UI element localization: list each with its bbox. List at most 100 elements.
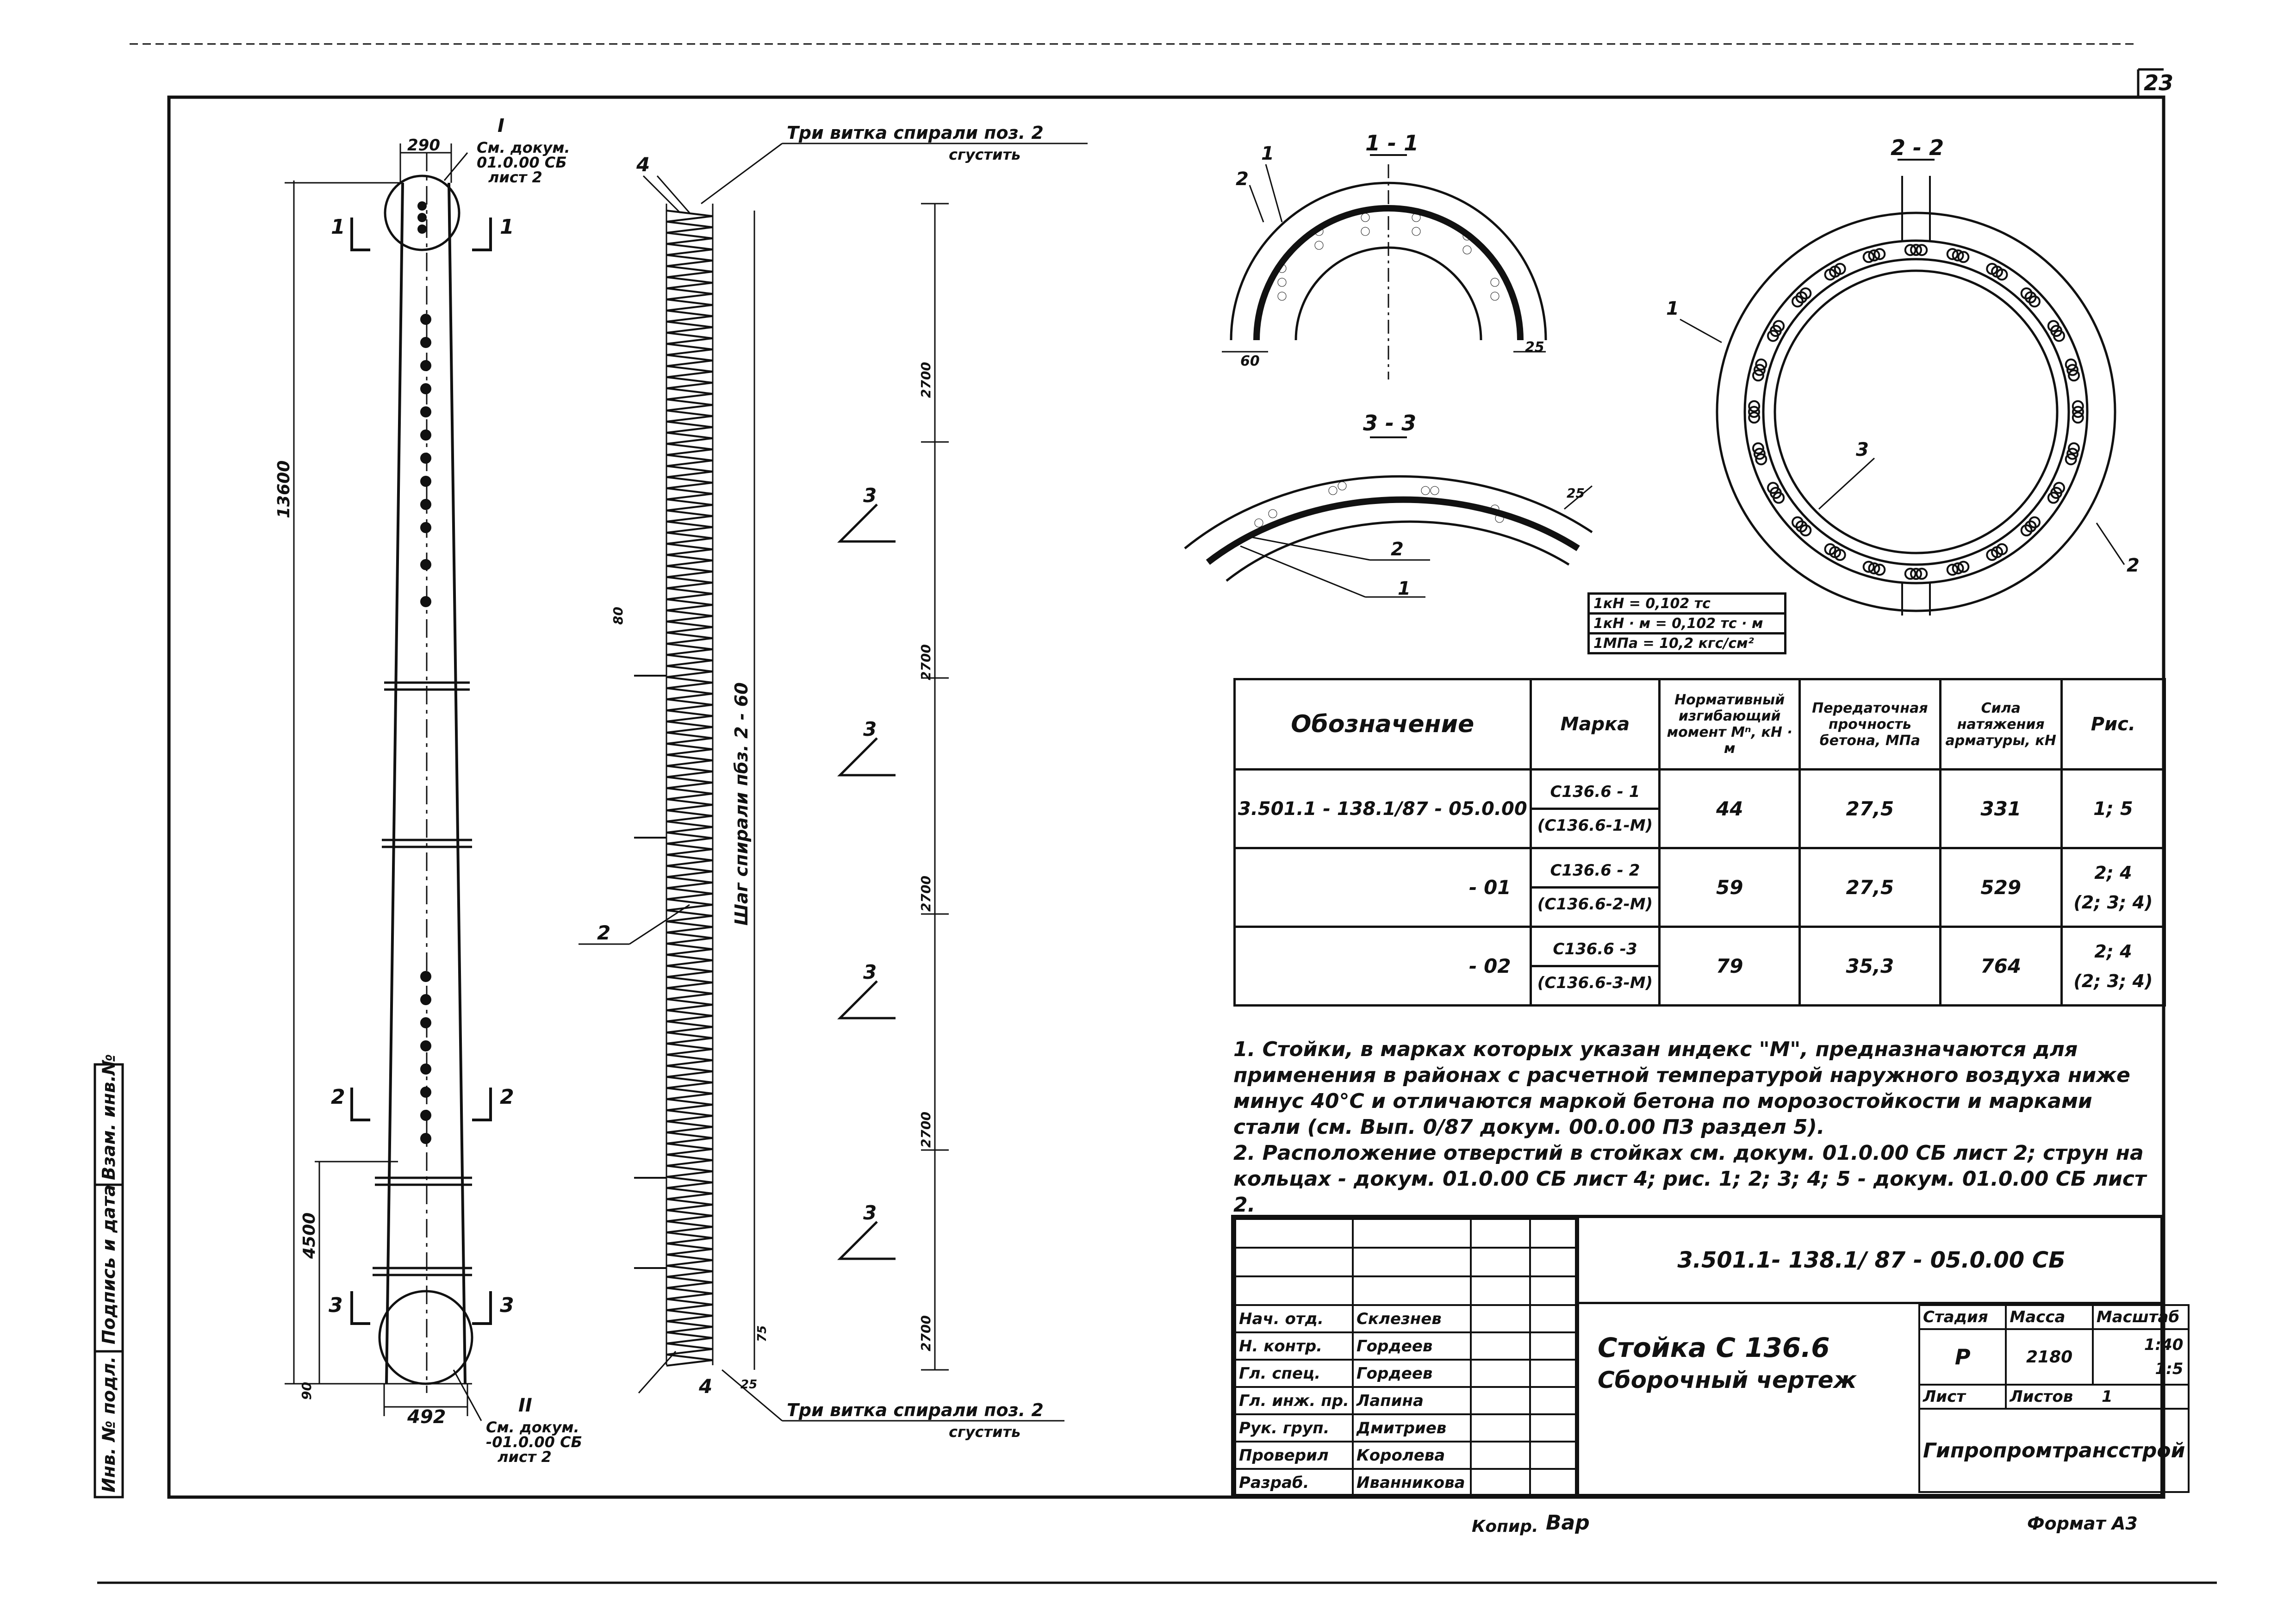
strand-hole [1755, 453, 1767, 466]
strand-hole [1910, 568, 1922, 580]
strand-hole [1916, 244, 1928, 256]
dim-side: 80 [610, 607, 626, 625]
left-strip-sign: Подпись и дата [99, 1185, 119, 1344]
format-label: Формат А3 [2027, 1513, 2138, 1534]
seg-1: 2700 [918, 362, 933, 398]
strand-hole [1752, 442, 1764, 454]
section-1-1-pos1: 1 [1261, 143, 1274, 164]
strand-hole [1996, 268, 2008, 281]
row-2-fig: 2; 4 (2; 3; 4) [2060, 847, 2166, 928]
section-2-2-pos1: 1 [1666, 298, 1679, 319]
strand-hole [1904, 244, 1916, 256]
copied-by-label: Копир. [1472, 1517, 1538, 1536]
strand-hole [2066, 364, 2079, 376]
section-2-right: 2 [500, 1085, 514, 1109]
note-1: 1. Стойки, в марках которых указан индек… [1233, 1038, 2130, 1139]
bottom-width-dim: 492 [407, 1406, 446, 1428]
section-3-right: 3 [500, 1293, 514, 1317]
left-strip-inv: Инв. № подл. [99, 1356, 119, 1492]
strand-hole [1868, 249, 1880, 261]
section-2-left: 2 [331, 1085, 345, 1109]
row-3-moment: 79 [1658, 926, 1801, 1007]
row-3-strength: 35,3 [1798, 926, 1941, 1007]
section-2-2-title: 2 - 2 [1891, 135, 1944, 160]
seg-3: 2700 [918, 876, 933, 912]
node-1-ref-line1: См. докум. [477, 139, 570, 156]
scale-value-1: 1:40 [2144, 1336, 2184, 1354]
row-2-mark-alt: (С136.6-2-М) [1537, 895, 1653, 914]
total-length-dim: 13600 [274, 460, 293, 518]
unit-line-3: 1МПа = 10,2 кгс/см² [1587, 632, 1786, 654]
row-1-force: 331 [1939, 768, 2063, 849]
row-2-strength: 27,5 [1798, 847, 1941, 928]
section-labels: 1 - 1 1 2 60 25 3 - 3 2 1 25 2 - 2 1 3 2 [1236, 131, 2140, 599]
section-1-1-dim-left: 60 [1240, 353, 1260, 369]
header-force: Сила натяжения арматуры, кН [1939, 678, 2063, 771]
left-strip-frame [93, 1063, 124, 1499]
left-strip-replaces: Взам. инв.№ [99, 1054, 119, 1181]
title-cell: Стойка С 136.6 Сборочный чертеж [1577, 1304, 1918, 1494]
strand-hole [2068, 442, 2080, 454]
scale-cell: 1:40 1:5 [2091, 1328, 2190, 1386]
approval-grid: Нач. отд.Склезнев Н. контр.Гордеев Гл. с… [1234, 1218, 1577, 1497]
name-3: Гордеев [1351, 1359, 1472, 1388]
row-2-mark-main: С136.6 - 2 [1531, 855, 1659, 889]
header-strength: Передаточная прочность бетона, МПа [1798, 678, 1941, 771]
approval-row: Рук. груп.Дмитриев [1234, 1413, 1577, 1443]
approval-row: Гл. инж. пр.Лапина [1234, 1386, 1577, 1415]
strand-hole [2028, 295, 2041, 308]
stage-value: Р [1918, 1328, 2007, 1386]
strand-hole [1986, 549, 1998, 561]
sheets-value: 1 [2102, 1387, 2113, 1406]
title-line-2: Сборочный чертеж [1598, 1367, 1857, 1393]
unit-line-1: 1кН = 0,102 тс [1587, 592, 1786, 615]
section-3-3-pos2: 2 [1391, 539, 1404, 560]
section-mark-4: 3 [863, 1201, 877, 1224]
pole-holes [417, 201, 431, 1144]
header-moment: Нормативный изгибающий момент Mⁿ, кН · м [1658, 678, 1801, 771]
strand-hole [2065, 453, 2077, 466]
seg-4: 2700 [918, 1112, 933, 1148]
name-6: Королева [1351, 1441, 1472, 1470]
notes: 1. Стойки, в марках которых указан индек… [1233, 1037, 2159, 1218]
table-row: - 02 С136.6 -3 (С136.6-3-М) 79 35,3 764 … [1233, 926, 2166, 1007]
organization: Гипропромтрансстрой [1918, 1408, 2190, 1493]
pos-4-bottom: 4 [698, 1375, 712, 1398]
bottom-offset-dim: 90 [299, 1382, 314, 1400]
section-1-right: 1 [500, 215, 514, 239]
node-2-ref-line2: -01.0.00 СБ [486, 1433, 582, 1451]
title-line-1: Стойка С 136.6 [1598, 1332, 1830, 1363]
strand-hole [2053, 330, 2066, 342]
name-7: Иванникова [1351, 1468, 1472, 1497]
spiral-cage [579, 143, 1088, 1422]
section-3-3 [1184, 436, 1593, 598]
approval-row: Н. контр.Гордеев [1234, 1331, 1577, 1361]
strand-hole [1834, 262, 1846, 275]
strand-hole [1752, 369, 1764, 382]
row-2-moment: 59 [1658, 847, 1801, 928]
row-3-mark-alt: (С136.6-3-М) [1537, 974, 1653, 992]
section-1-1-title: 1 - 1 [1365, 131, 1419, 155]
strand-hole [1957, 560, 1970, 573]
strand-hole [2072, 400, 2084, 412]
table-row: 3.501.1 - 138.1/87 - 05.0.00 С136.6 - 1 … [1233, 768, 2166, 849]
row-2-mark: С136.6 - 2 (С136.6-2-М) [1529, 847, 1661, 928]
mass-value: 2180 [2005, 1328, 2094, 1386]
row-2-designation: - 01 [1233, 847, 1532, 928]
copier-signature: Вар [1546, 1511, 1590, 1535]
section-1-1-pos2: 2 [1236, 168, 1249, 190]
section-1-left: 1 [331, 215, 345, 239]
spiral-top-note-line1: Три витка спирали поз. 2 [787, 123, 1044, 143]
strand-hole [1952, 249, 1964, 261]
spiral-bottom-note-line2: сгустить [949, 1423, 1020, 1441]
strand-hole [1862, 560, 1875, 573]
role-4: Гл. инж. пр. [1234, 1386, 1354, 1415]
row-2-fig-main: 2; 4 [2094, 862, 2132, 883]
row-1-fig: 1; 5 [2060, 768, 2166, 849]
spiral-top-note-line2: сгустить [949, 146, 1020, 163]
row-3-designation: - 02 [1233, 926, 1532, 1007]
row-2-fig-alt: (2; 3; 4) [2073, 892, 2153, 913]
title-block: Нач. отд.Склезнев Н. контр.Гордеев Гл. с… [1231, 1215, 2190, 1497]
strand-hole [1957, 251, 1970, 263]
